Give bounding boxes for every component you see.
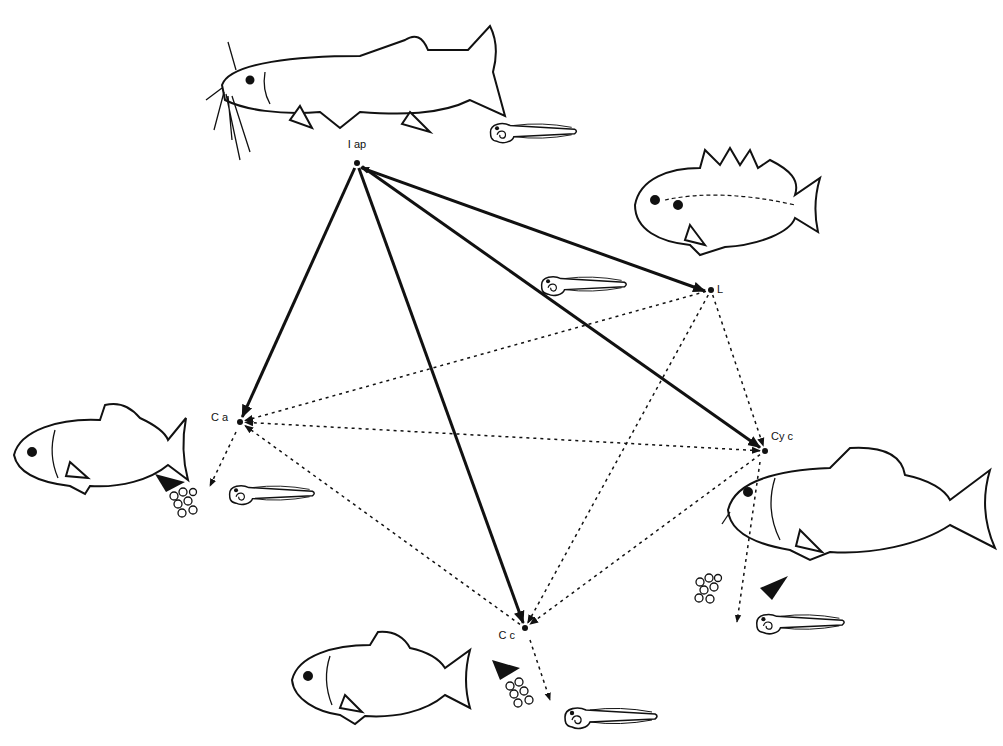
species-node: C a — [235, 417, 245, 427]
species-label: C c — [498, 629, 517, 642]
interaction-arrow — [361, 168, 705, 291]
interaction-arrow — [530, 455, 760, 625]
species-node: C c — [520, 623, 530, 633]
larva-drawing — [565, 708, 657, 728]
reproduction-arrow — [210, 432, 760, 700]
species-label: C a — [210, 411, 229, 424]
species-node: Cy c — [760, 446, 770, 456]
egg-cluster — [695, 574, 722, 603]
spawn-wedge — [155, 474, 185, 492]
node-dot — [237, 419, 243, 425]
larva-drawing — [542, 277, 627, 296]
predation-arrow — [361, 168, 705, 291]
node-dot — [522, 625, 528, 631]
larva-drawing — [491, 124, 577, 143]
interaction-arrow — [245, 426, 520, 625]
spawn-wedge — [760, 576, 788, 600]
goldfish-drawing — [14, 404, 188, 494]
interaction-arrow — [245, 291, 706, 420]
carp-drawing — [722, 448, 995, 560]
node-dot — [354, 160, 360, 166]
species-label: Cy c — [770, 430, 794, 443]
interaction-arrow — [528, 295, 708, 623]
node-dot — [708, 287, 714, 293]
species-label: I ap — [347, 138, 367, 151]
sunfish-drawing — [635, 148, 820, 255]
predation-arrow — [359, 168, 523, 623]
larva-drawing — [230, 486, 315, 505]
egg-cluster — [170, 488, 197, 517]
species-node: I ap — [352, 158, 362, 168]
catfish-drawing — [206, 26, 505, 160]
species-node: L — [706, 285, 716, 295]
interaction-arrow — [713, 295, 764, 446]
egg-cluster — [506, 678, 533, 707]
node-dot — [762, 448, 768, 454]
larva-drawing — [757, 614, 844, 633]
predation-arrow — [362, 167, 760, 448]
spawn-wedge — [492, 660, 520, 680]
predation-arrow — [242, 168, 354, 417]
species-label: L — [716, 283, 724, 296]
interaction-arrow — [245, 422, 760, 450]
grass-carp-drawing — [292, 632, 470, 724]
